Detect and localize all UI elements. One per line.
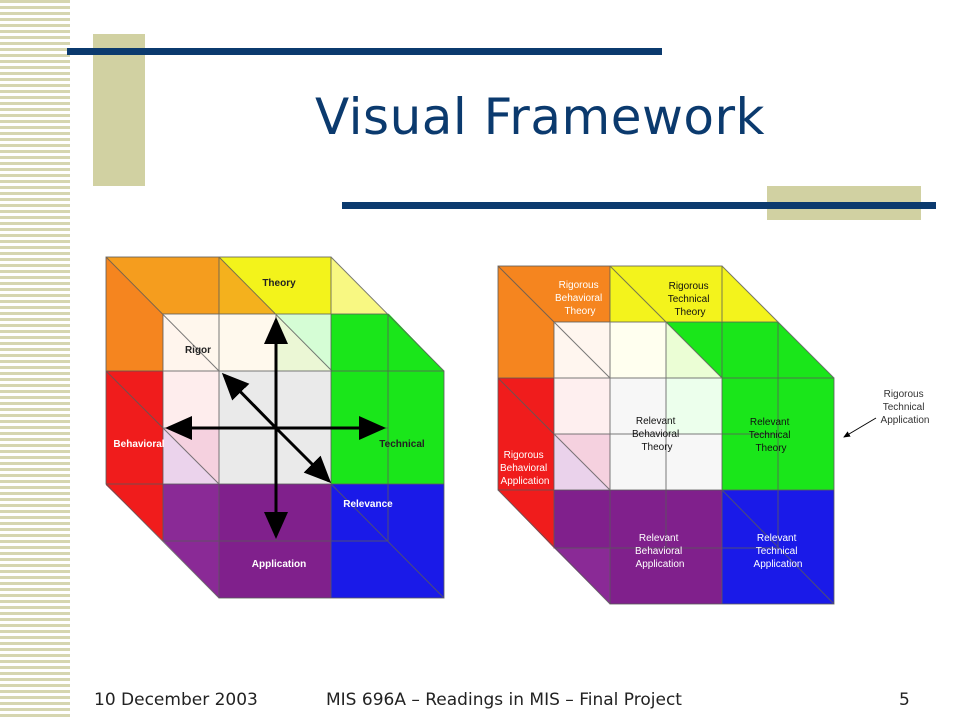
label-application: Application [252,559,306,570]
label-relevant-technical-theory: Relevant Technical Theory [749,417,793,454]
accent-bar-top [67,48,662,55]
label-technical: Technical [379,439,425,450]
callout-arrow [843,417,877,438]
label-relevant-behavioral-theory: Relevant Behavioral Theory [632,416,682,453]
axis-diagonal-front [274,426,332,484]
label-theory: Theory [262,278,296,289]
striped-margin [0,0,70,720]
label-rigorous-behavioral-theory: Rigorous Behavioral Theory [555,280,605,317]
label-rigorous-technical-theory: Rigorous Technical Theory [668,281,712,318]
label-rigor: Rigor [185,345,211,356]
callout-rigorous-technical-application: Rigorous Technical Application [881,389,930,426]
accent-block-left [93,34,145,186]
label-relevance: Relevance [343,499,393,510]
label-relevant-behavioral-application: Relevant Behavioral Application [635,533,685,570]
axis-diagonal-back [221,372,278,430]
accent-bar-bottom [342,202,936,209]
slide-title: Visual Framework [315,88,765,146]
footer-date: 10 December 2003 [94,690,258,710]
footer-page-number: 5 [899,690,910,710]
label-behavioral: Behavioral [113,439,164,450]
label-rigorous-behavioral-application: Rigorous Behavioral Application [500,450,550,487]
footer-course: MIS 696A – Readings in MIS – Final Proje… [326,690,682,710]
label-relevant-technical-application: Relevant Technical Application [754,533,803,570]
